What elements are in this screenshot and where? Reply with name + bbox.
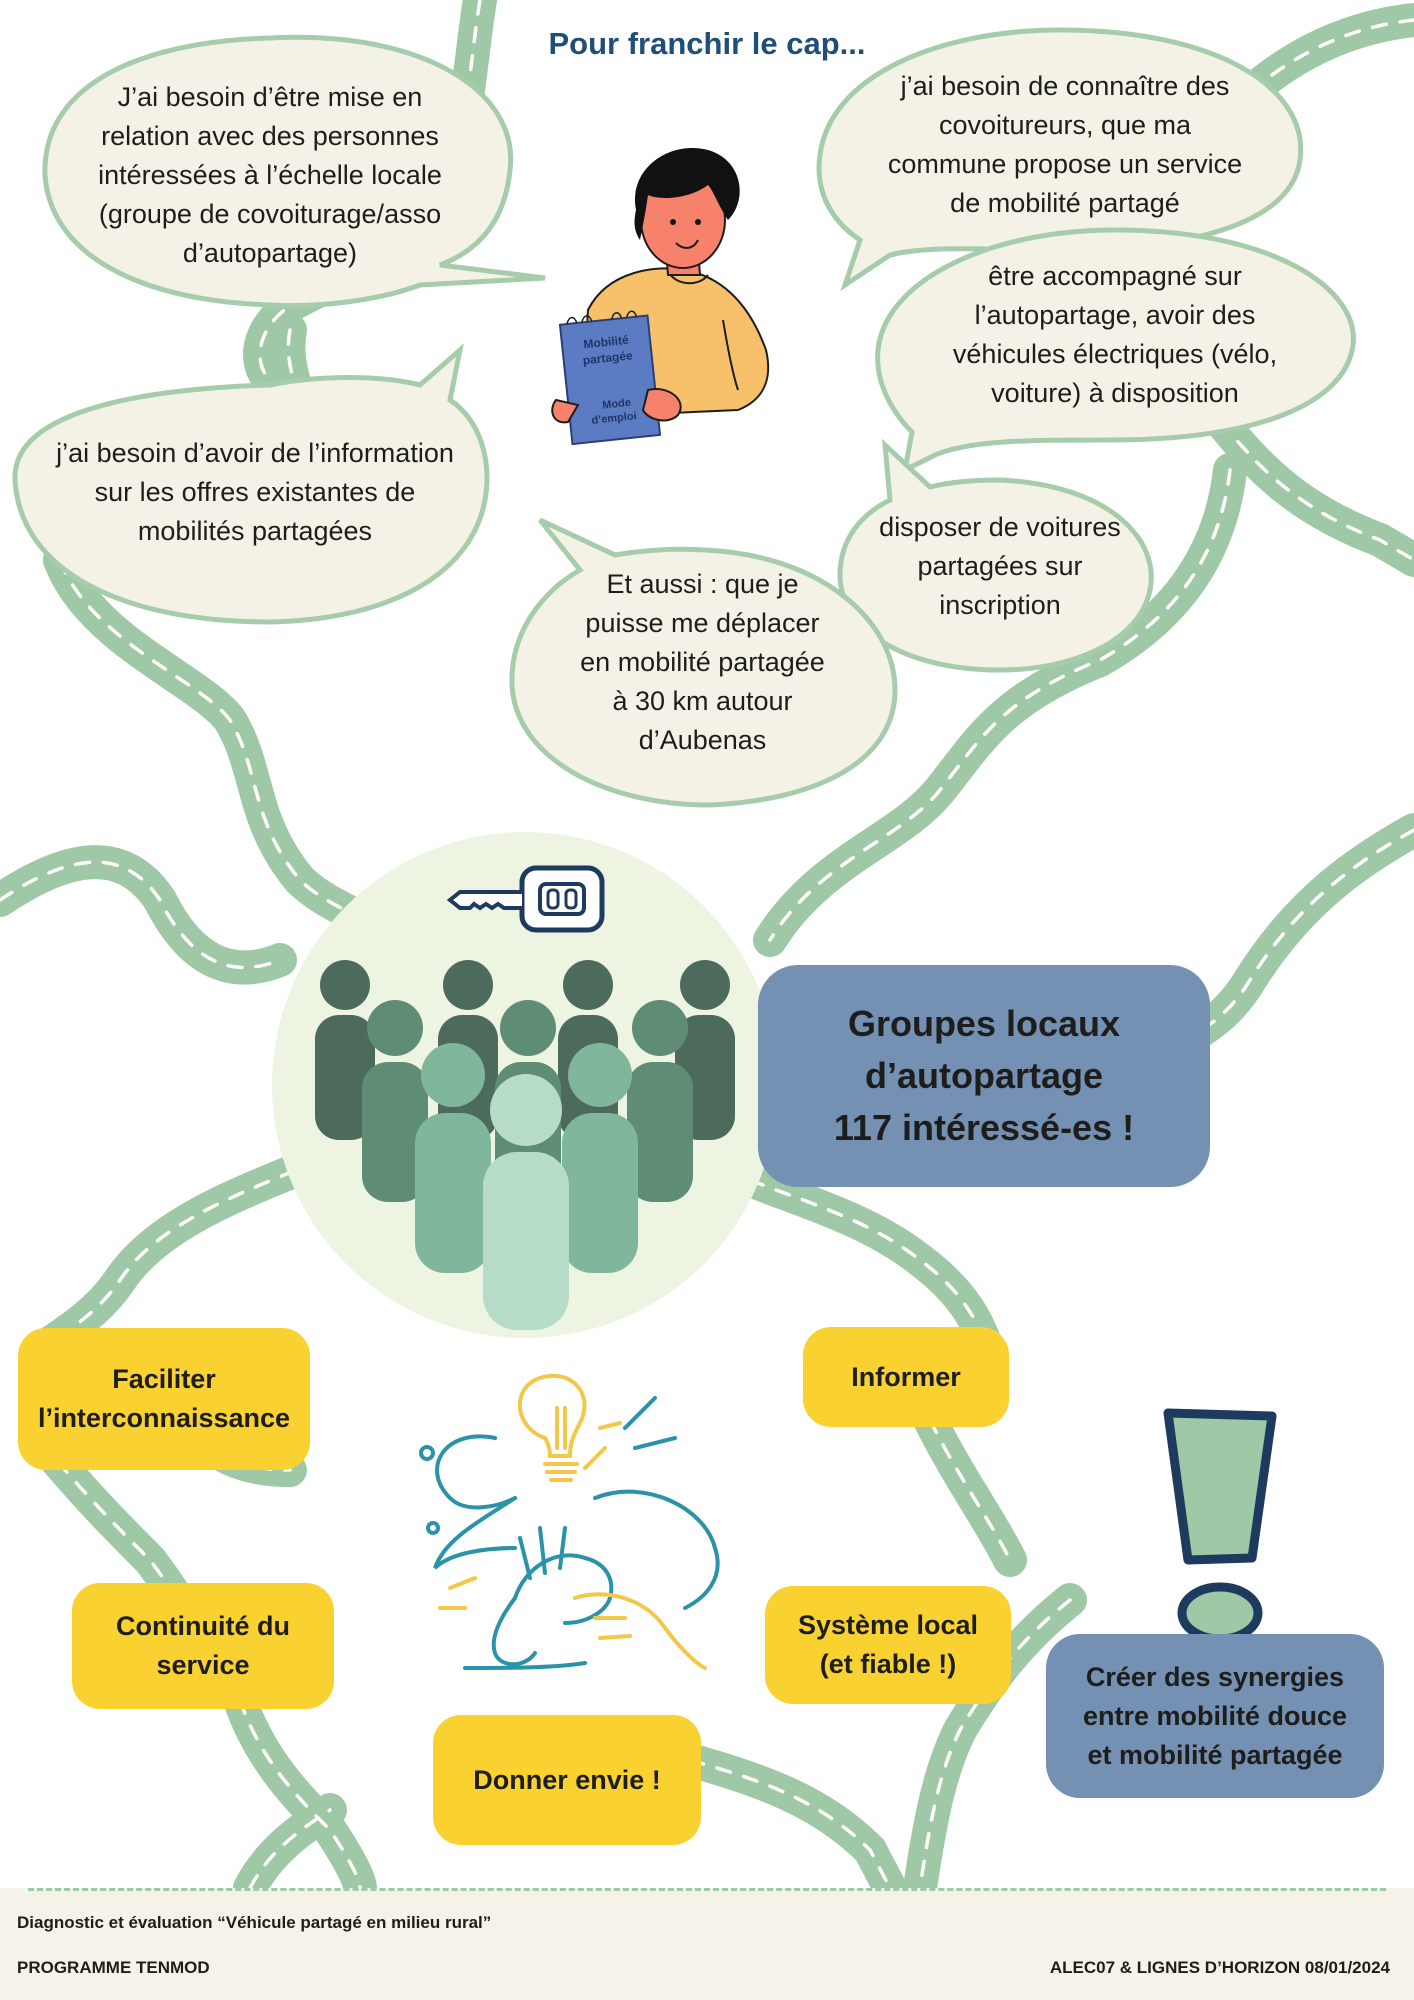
synergies-line: entre mobilité douce: [1082, 1700, 1348, 1731]
people-group-icon: [315, 960, 735, 1330]
pill-line: service: [156, 1650, 250, 1680]
pill-line: Donner envie !: [473, 1764, 661, 1795]
bubble-line: de mobilité partagé: [950, 188, 1180, 218]
bubble-line: J’ai besoin d’être mise en: [117, 82, 423, 112]
book-title-line-2: partagée: [582, 348, 634, 367]
bubble-accompanied: être accompagné sur l’autopartage, avoir…: [905, 257, 1325, 413]
bubble-know-carpoolers: j’ai besoin de connaître des covoitureur…: [855, 67, 1275, 223]
footer-credits: ALEC07 & LIGNES D’HORIZON 08/01/2024: [1049, 1958, 1390, 1977]
pill-donner-envie: Donner envie !: [433, 1715, 701, 1845]
bubble-line: Et aussi : que je: [606, 569, 799, 599]
lightbulb-icon: [517, 1373, 587, 1458]
pill-line: Informer: [851, 1361, 961, 1392]
bubble-line: j’ai besoin d’avoir de l’information: [56, 438, 454, 468]
bubble-information: j’ai besoin d’avoir de l’information sur…: [30, 434, 480, 551]
pill-line: Système local: [797, 1610, 979, 1640]
exclamation-icon: [1163, 1408, 1277, 1644]
synergies-box: Créer des synergies entre mobilité douce…: [1046, 1634, 1384, 1798]
book-subtitle-line-2: d’emploi: [591, 410, 637, 427]
groups-box: Groupes locaux d’autopartage 117 intéres…: [758, 965, 1210, 1187]
bubble-cars-on-registration: disposer de voitures partagées sur inscr…: [860, 508, 1140, 625]
bubble-line: d’Aubenas: [638, 725, 767, 755]
bubble-line: sur les offres existantes de: [94, 477, 416, 507]
bubble-local-contacts: J’ai besoin d’être mise en relation avec…: [60, 78, 480, 273]
bubble-shape-accompanied: [875, 227, 1356, 475]
synergies-line: et mobilité partagée: [1087, 1739, 1343, 1770]
bubble-shape-aubenas: [509, 517, 898, 808]
bubble-line: inscription: [939, 590, 1061, 620]
pill-informer: Informer: [803, 1327, 1009, 1427]
bubble-shape-local-contacts: [42, 34, 546, 309]
pill-continuite: Continuité du service: [72, 1583, 334, 1709]
footer-diagnostic: Diagnostic et évaluation “Véhicule parta…: [17, 1913, 492, 1932]
bubble-line: l’autopartage, avoir des: [974, 300, 1256, 330]
page-title: Pour franchir le cap...: [548, 26, 866, 61]
pill-line: Faciliter: [112, 1364, 216, 1394]
bubble-shape-cars: [837, 438, 1154, 673]
bubble-line: voiture) à disposition: [991, 378, 1239, 408]
synergies-line: Créer des synergies: [1085, 1661, 1345, 1692]
footer-programme: PROGRAMME TENMOD: [17, 1958, 210, 1977]
bubble-line: disposer de voitures: [879, 512, 1121, 542]
bubble-line: relation avec des personnes: [101, 121, 439, 151]
bubble-line: en mobilité partagée: [580, 647, 825, 677]
bubble-line: (groupe de covoiturage/asso: [98, 199, 442, 229]
person-reading-icon: Mobilité partagée Mode d’emploi: [551, 148, 770, 446]
footer: Diagnostic et évaluation “Véhicule parta…: [0, 1888, 1414, 2000]
bubble-shape-information: [12, 343, 490, 625]
handshake-icon: [513, 1526, 614, 1625]
bubble-line: véhicules électriques (vélo,: [952, 339, 1278, 369]
footer-divider: [28, 1888, 1386, 1891]
book-title-line-1: Mobilité: [583, 333, 630, 352]
bubble-line: intéressées à l’échelle locale: [98, 160, 442, 190]
synergies-text: Créer des synergies entre mobilité douce…: [1083, 1658, 1347, 1775]
bubble-line: covoitureurs, que ma: [938, 110, 1192, 140]
bubble-aubenas: Et aussi : que je puisse me déplacer en …: [550, 565, 855, 760]
groups-line: d’autopartage: [864, 1055, 1103, 1096]
key-fob-icon: [446, 865, 605, 933]
pill-systeme-local: Système local (et fiable !): [765, 1586, 1011, 1704]
bubble-line: être accompagné sur: [988, 261, 1242, 291]
groups-line: 117 intéressé-es !: [833, 1107, 1135, 1148]
book-subtitle-line-1: Mode: [602, 397, 632, 412]
bubble-line: à 30 km autour: [612, 686, 793, 716]
pill-line: (et fiable !): [819, 1649, 957, 1679]
groups-text: Groupes locaux d’autopartage 117 intéres…: [834, 998, 1134, 1154]
bubble-line: partagées sur: [917, 551, 1083, 581]
bubble-line: puisse me déplacer: [585, 608, 820, 638]
bubble-line: j’ai besoin de connaître des: [900, 71, 1230, 101]
bubble-line: d’autopartage): [182, 238, 358, 268]
pill-line: l’interconnaissance: [37, 1403, 291, 1433]
lightbulb-handshake-icon: [419, 1373, 720, 1670]
pill-line: Continuité du: [116, 1611, 290, 1641]
bubble-line: mobilités partagées: [137, 516, 373, 546]
bubble-line: commune propose un service: [887, 149, 1243, 179]
groups-line: Groupes locaux: [847, 1003, 1121, 1044]
pill-interconnaissance: Faciliter l’interconnaissance: [18, 1328, 310, 1470]
